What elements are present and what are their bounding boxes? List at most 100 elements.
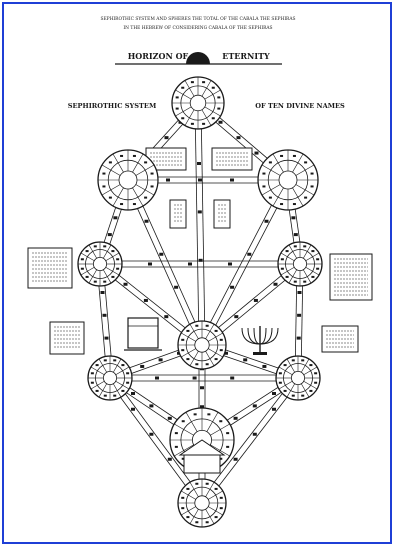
sephira-glyph	[175, 446, 178, 448]
sephira-glyph	[176, 96, 179, 98]
sephira-glyph	[311, 173, 314, 175]
sephira-glyph	[126, 372, 129, 374]
sephira-glyph	[279, 372, 282, 374]
sephira-glyph	[301, 395, 304, 397]
side-panel	[322, 326, 358, 352]
rising-sun-icon	[186, 52, 210, 64]
sephira-glyph	[215, 358, 218, 360]
sephira-glyph	[121, 390, 124, 392]
sephira-glyph	[279, 382, 282, 384]
sephira-glyph	[111, 250, 114, 252]
sephira-glyph	[286, 276, 289, 278]
sephira-circle-malkuth	[178, 479, 226, 527]
path-letter-mark	[243, 358, 247, 361]
sephira-glyph	[280, 155, 283, 157]
path-letter-mark	[198, 210, 202, 213]
path-letter-mark	[140, 365, 144, 368]
sephira-glyph	[81, 268, 84, 270]
side-panel	[330, 254, 372, 300]
sephira-glyph	[113, 395, 116, 397]
sephira-glyph	[269, 161, 272, 163]
path-letter-mark	[230, 179, 234, 182]
sephira-glyph	[191, 123, 194, 125]
path-letter-mark	[247, 253, 251, 256]
ark-of-covenant-icon	[124, 318, 162, 350]
path-letter-mark	[274, 283, 278, 286]
sephira-glyph	[314, 382, 317, 384]
path-letter-mark	[101, 291, 105, 294]
sephira-glyph	[303, 245, 306, 247]
path-letter-mark	[219, 121, 223, 124]
path-letter-mark	[149, 404, 153, 407]
path-letter-mark	[262, 365, 266, 368]
sephira-glyph	[202, 123, 205, 125]
panel-border	[170, 200, 186, 228]
panel-border	[330, 254, 372, 300]
sephira-glyph	[104, 359, 107, 361]
sephira-glyph	[316, 268, 319, 270]
path-letter-mark	[174, 286, 178, 289]
sephira-glyph	[316, 258, 319, 260]
path-letter-mark	[253, 404, 257, 407]
sephira-glyph	[292, 395, 295, 397]
sephira-glyph	[311, 250, 314, 252]
sephira-glyph	[103, 245, 106, 247]
path-letter-mark	[230, 377, 234, 380]
path-letter-mark	[255, 152, 259, 155]
path-letter-mark	[234, 458, 238, 461]
sephira-glyph	[226, 446, 229, 448]
sephira-glyph	[182, 420, 185, 422]
path-letter-mark	[253, 433, 257, 436]
path-letter-mark	[165, 136, 169, 139]
sephira-glyph	[215, 516, 218, 518]
sephira-glyph	[195, 483, 198, 485]
path-letter-mark	[148, 263, 152, 266]
path-letter-mark	[297, 337, 301, 340]
sephira-glyph	[286, 250, 289, 252]
sephira-glyph	[215, 330, 218, 332]
sephira-glyph	[126, 382, 129, 384]
path-letter-mark	[254, 299, 258, 302]
path-letter-mark	[113, 216, 117, 219]
sephira-glyph	[293, 155, 296, 157]
sephira-glyph	[181, 497, 184, 499]
sephira-glyph	[311, 276, 314, 278]
sephira-glyph	[186, 358, 189, 360]
path-letter-mark	[297, 314, 301, 317]
path-letter-mark	[294, 233, 298, 236]
sephira-glyph	[86, 276, 89, 278]
sephira-glyph	[194, 413, 197, 415]
sephira-glyph	[293, 203, 296, 205]
sephira-glyph	[186, 330, 189, 332]
sephira-glyph	[304, 197, 307, 199]
path-letter-mark	[131, 408, 135, 411]
sephira-glyph	[226, 432, 229, 434]
horizon-label-right: ETERNITY	[222, 51, 270, 61]
sephira-glyph	[176, 108, 179, 110]
sephira-glyph	[206, 363, 209, 365]
sephira-glyph	[220, 339, 223, 341]
sephira-glyph	[81, 258, 84, 260]
side-panel	[50, 322, 84, 354]
sephira-circle-chokmah	[258, 150, 318, 210]
path-letter-mark	[230, 286, 234, 289]
path-letter-mark	[144, 299, 148, 302]
sephira-circle-binah	[98, 150, 158, 210]
system-title-right: OF TEN DIVINE NAMES	[255, 102, 345, 110]
path-letter-mark	[155, 377, 159, 380]
sephira-glyph	[186, 488, 189, 490]
sephira-glyph	[269, 197, 272, 199]
path-line	[195, 103, 199, 345]
sephira-glyph	[175, 432, 178, 434]
path-letter-mark	[145, 220, 149, 223]
sephira-glyph	[206, 325, 209, 327]
sephira-glyph	[104, 395, 107, 397]
side-panel	[170, 200, 186, 228]
path-letter-mark	[272, 408, 276, 411]
sephira-glyph	[113, 359, 116, 361]
sanctuary-body	[184, 455, 220, 473]
path-letter-mark	[234, 417, 238, 420]
sephira-glyph	[220, 497, 223, 499]
sephira-glyph	[220, 349, 223, 351]
